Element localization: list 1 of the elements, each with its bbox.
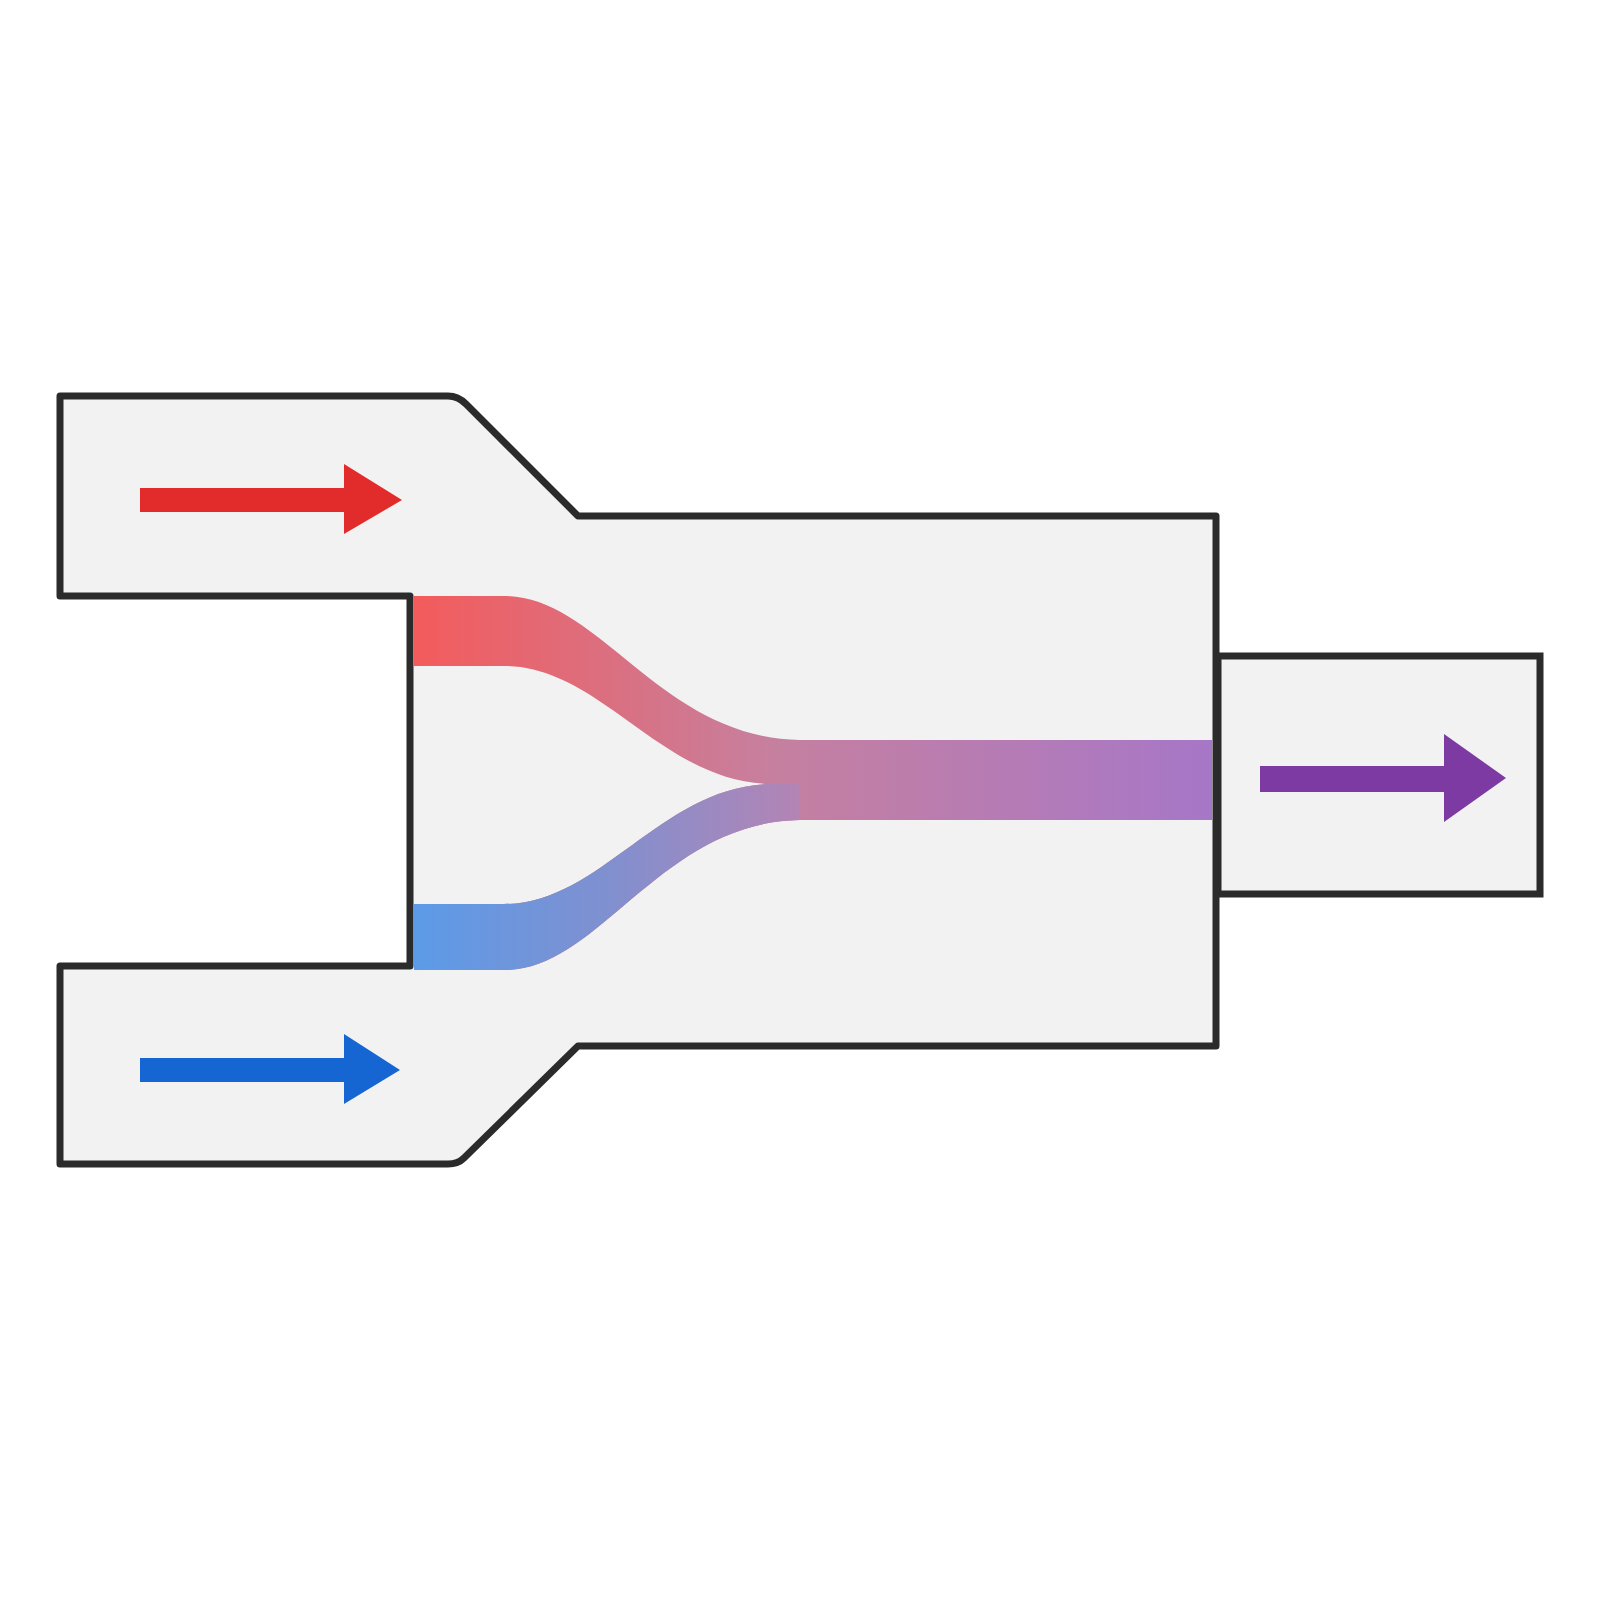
mixing-chamber-illustration <box>52 388 1548 1172</box>
